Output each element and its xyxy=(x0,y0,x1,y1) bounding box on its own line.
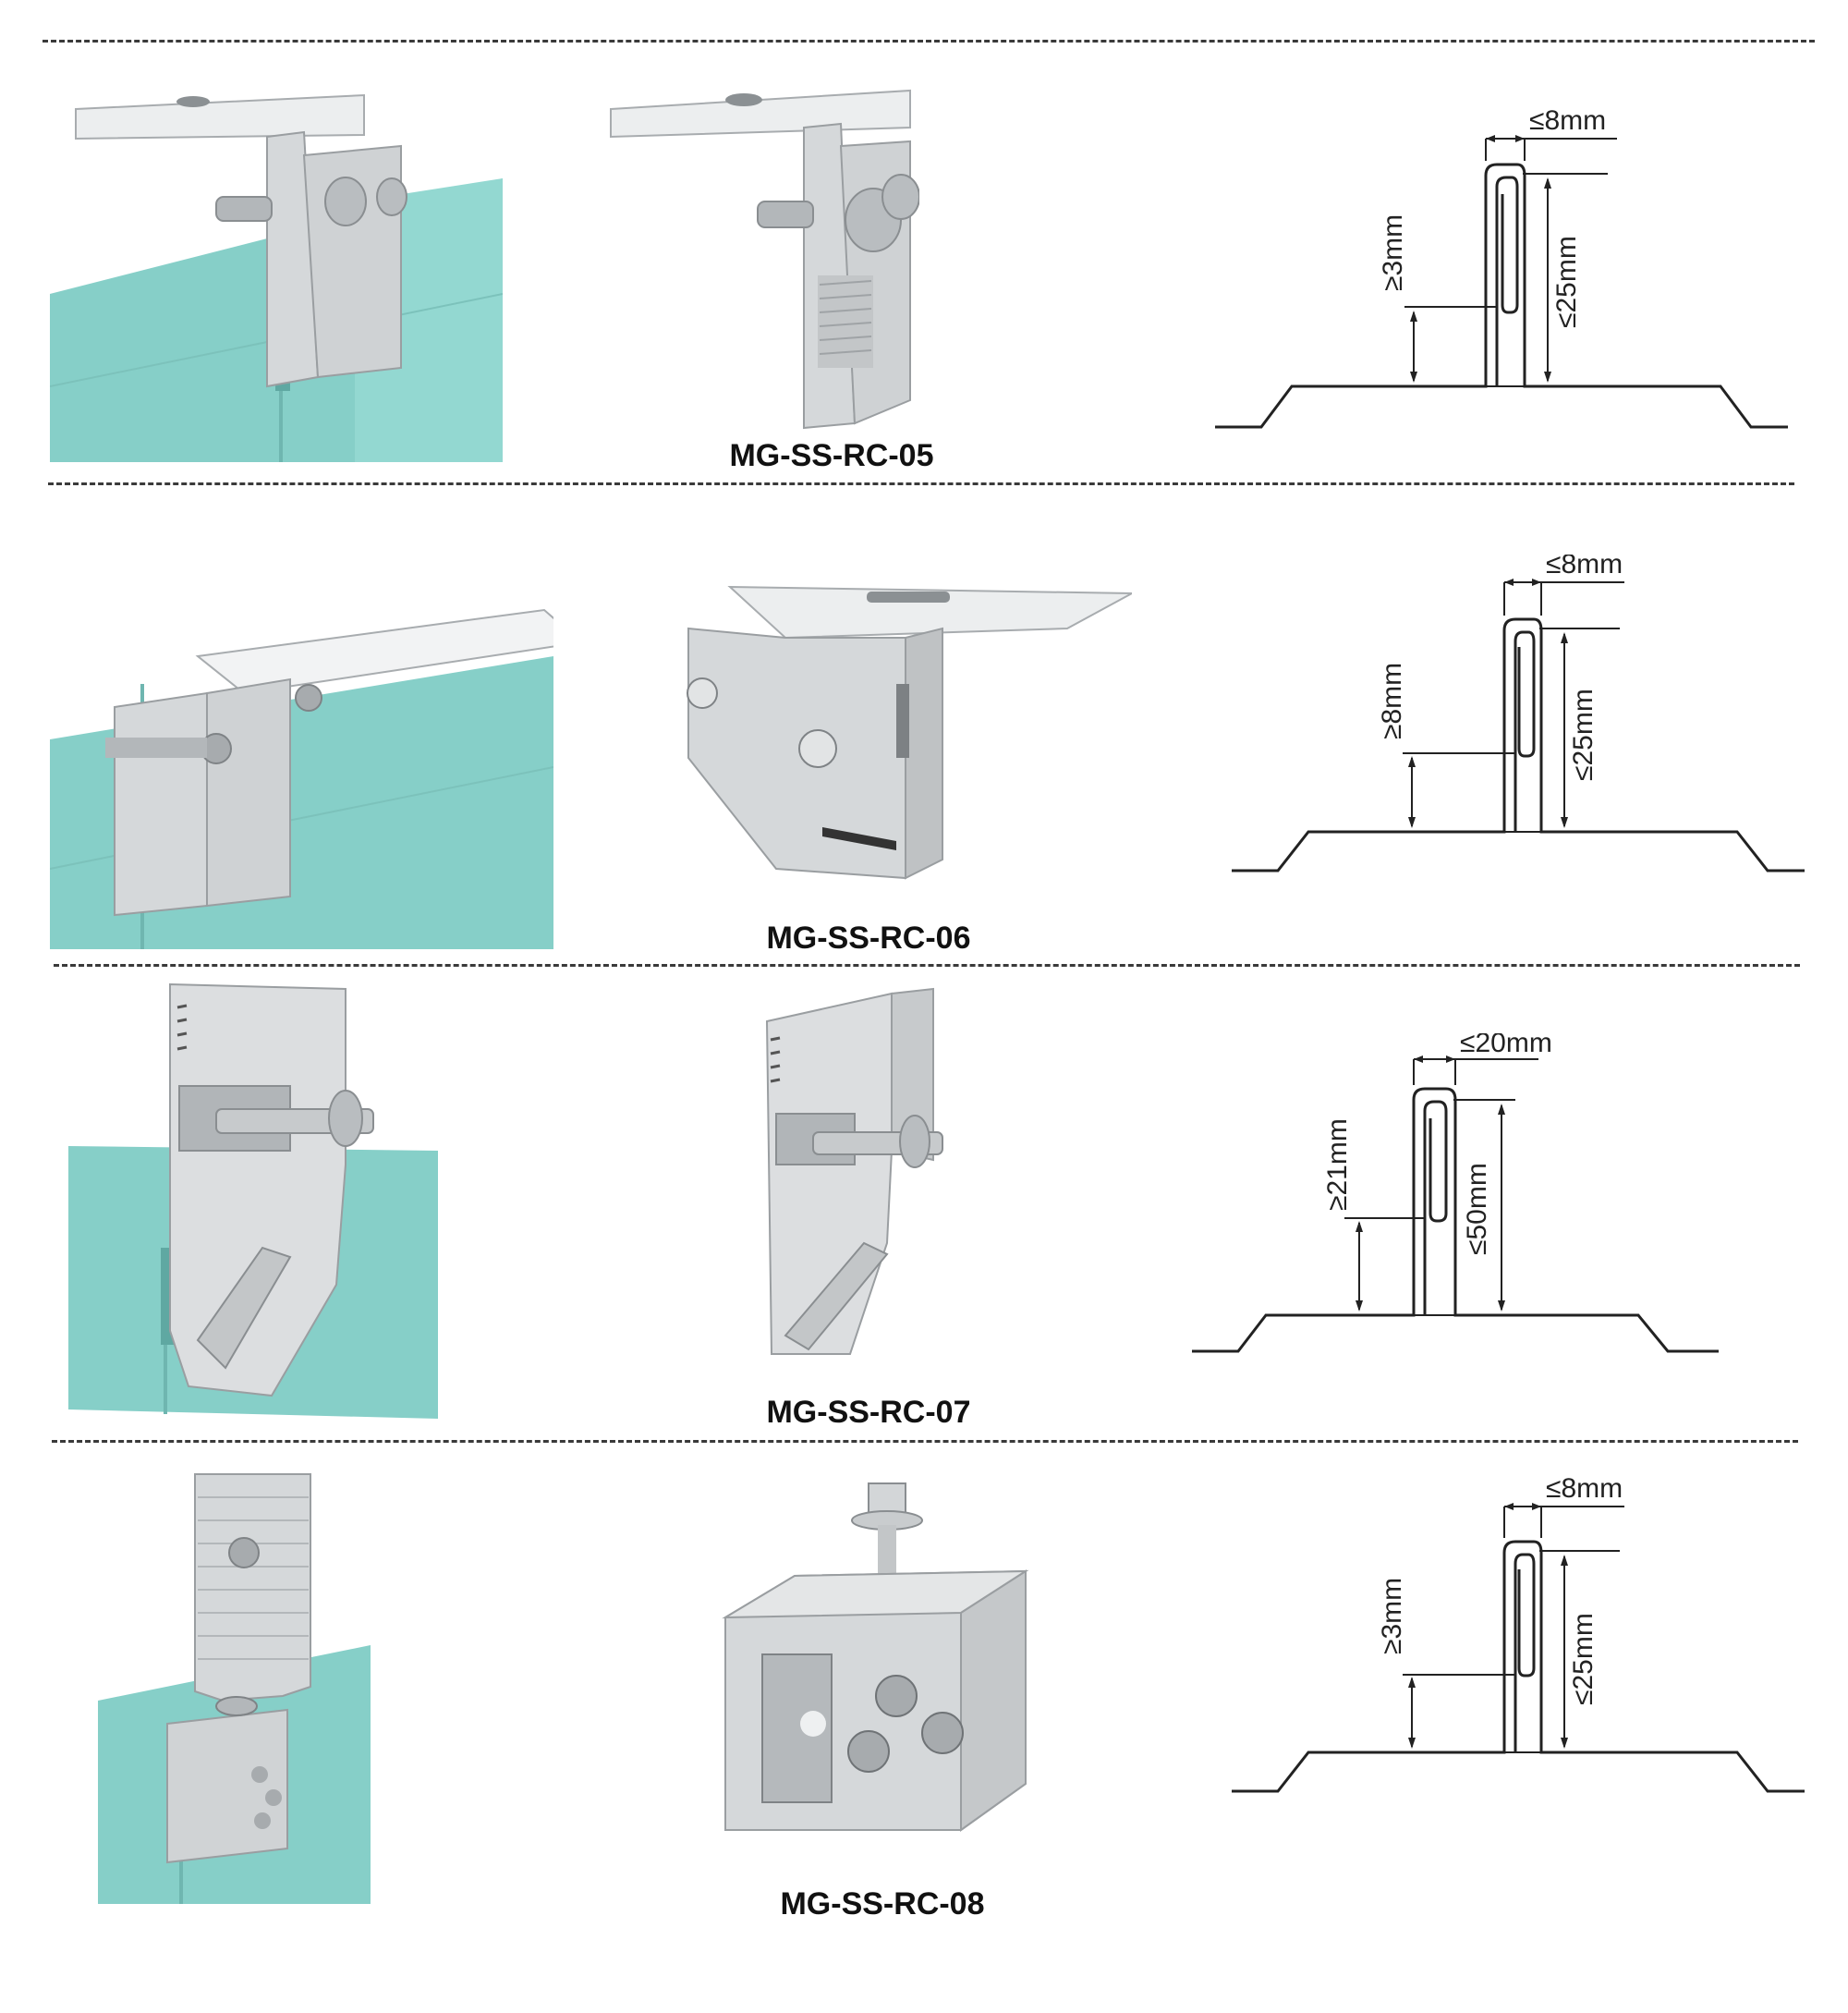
installed-view-rc08 xyxy=(98,1470,371,1904)
installed-view-rc05 xyxy=(50,81,503,462)
product-view-rc06 xyxy=(665,573,1132,887)
seam-drawing-rc05: ≤8mm ≥3mm ≤25mm xyxy=(1210,102,1793,444)
width-limit-label: ≤8mm xyxy=(1546,1473,1623,1504)
separator-top xyxy=(43,40,1815,43)
min-height-label: ≥3mm xyxy=(1377,1578,1407,1654)
max-height-label: ≤50mm xyxy=(1462,1163,1492,1255)
product-view-rc07 xyxy=(758,984,989,1363)
seam-drawing-rc08: ≤8mm ≥3mm ≤25mm xyxy=(1227,1470,1809,1802)
width-limit-label: ≤8mm xyxy=(1546,555,1623,580)
min-height-label: ≥21mm xyxy=(1322,1118,1353,1211)
model-label: MG-SS-RC-08 xyxy=(780,1886,985,1922)
min-height-label: ≥3mm xyxy=(1378,214,1408,291)
model-label: MG-SS-RC-05 xyxy=(729,438,934,473)
width-limit-label: ≤8mm xyxy=(1529,105,1606,136)
separator-1 xyxy=(48,482,1794,485)
installed-view-rc07 xyxy=(68,980,438,1419)
product-view-rc08 xyxy=(721,1479,1035,1835)
max-height-label: ≤25mm xyxy=(1551,236,1582,328)
width-limit-label: ≤20mm xyxy=(1460,1033,1552,1058)
seam-drawing-rc06: ≤8mm ≥8mm ≤25mm xyxy=(1227,555,1809,892)
separator-3 xyxy=(52,1440,1798,1443)
max-height-label: ≤25mm xyxy=(1568,689,1599,781)
max-height-label: ≤25mm xyxy=(1568,1613,1599,1705)
model-label: MG-SS-RC-07 xyxy=(766,1395,971,1430)
seam-drawing-rc07: ≤20mm ≥21mm ≤50mm xyxy=(1187,1033,1723,1357)
product-view-rc05 xyxy=(605,81,919,433)
model-label: MG-SS-RC-06 xyxy=(766,921,971,956)
min-height-label: ≥8mm xyxy=(1377,663,1407,739)
installed-view-rc06 xyxy=(50,592,553,949)
separator-2 xyxy=(54,964,1800,967)
